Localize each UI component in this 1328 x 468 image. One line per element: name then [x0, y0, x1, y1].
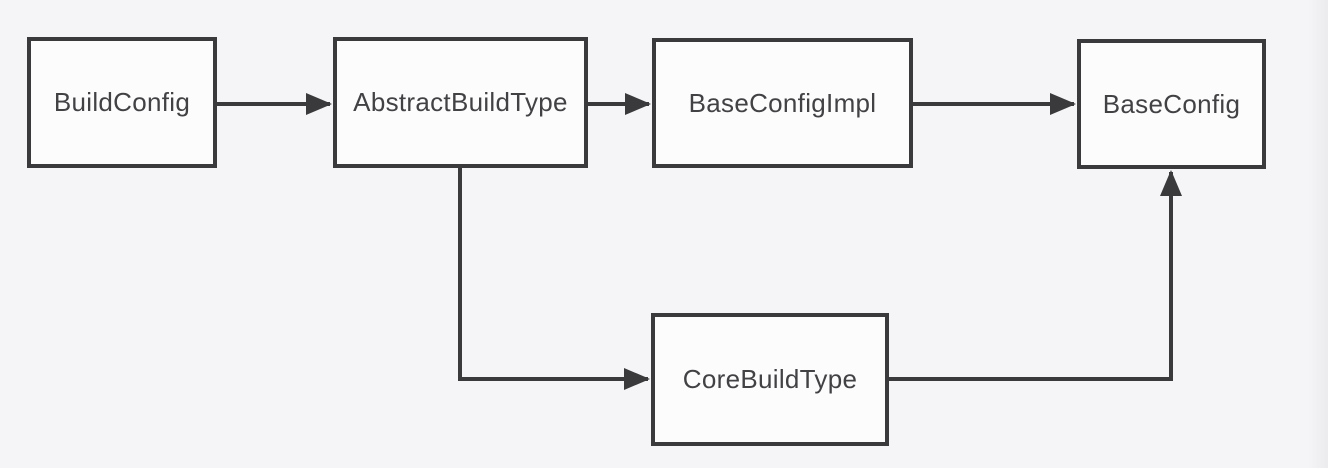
node-abstractbuildtype: AbstractBuildType — [333, 37, 588, 168]
node-buildconfig: BuildConfig — [27, 37, 217, 168]
node-baseconfig-label: BaseConfig — [1102, 88, 1241, 119]
node-corebuildtype: CoreBuildType — [651, 313, 889, 446]
node-baseconfig: BaseConfig — [1077, 39, 1266, 169]
edge-corebuildtype-to-baseconfig — [888, 170, 1182, 381]
node-baseconfigimpl: BaseConfigImpl — [652, 38, 913, 168]
edge-abstractbuildtype-to-corebuildtype — [458, 168, 650, 390]
node-corebuildtype-label: CoreBuildType — [682, 364, 858, 394]
node-abstractbuildtype-label: AbstractBuildType — [353, 87, 568, 117]
node-baseconfigimpl-label: BaseConfigImpl — [688, 87, 877, 118]
node-buildconfig-label: BuildConfig — [53, 87, 191, 117]
right-edge-shading — [1308, 0, 1328, 468]
